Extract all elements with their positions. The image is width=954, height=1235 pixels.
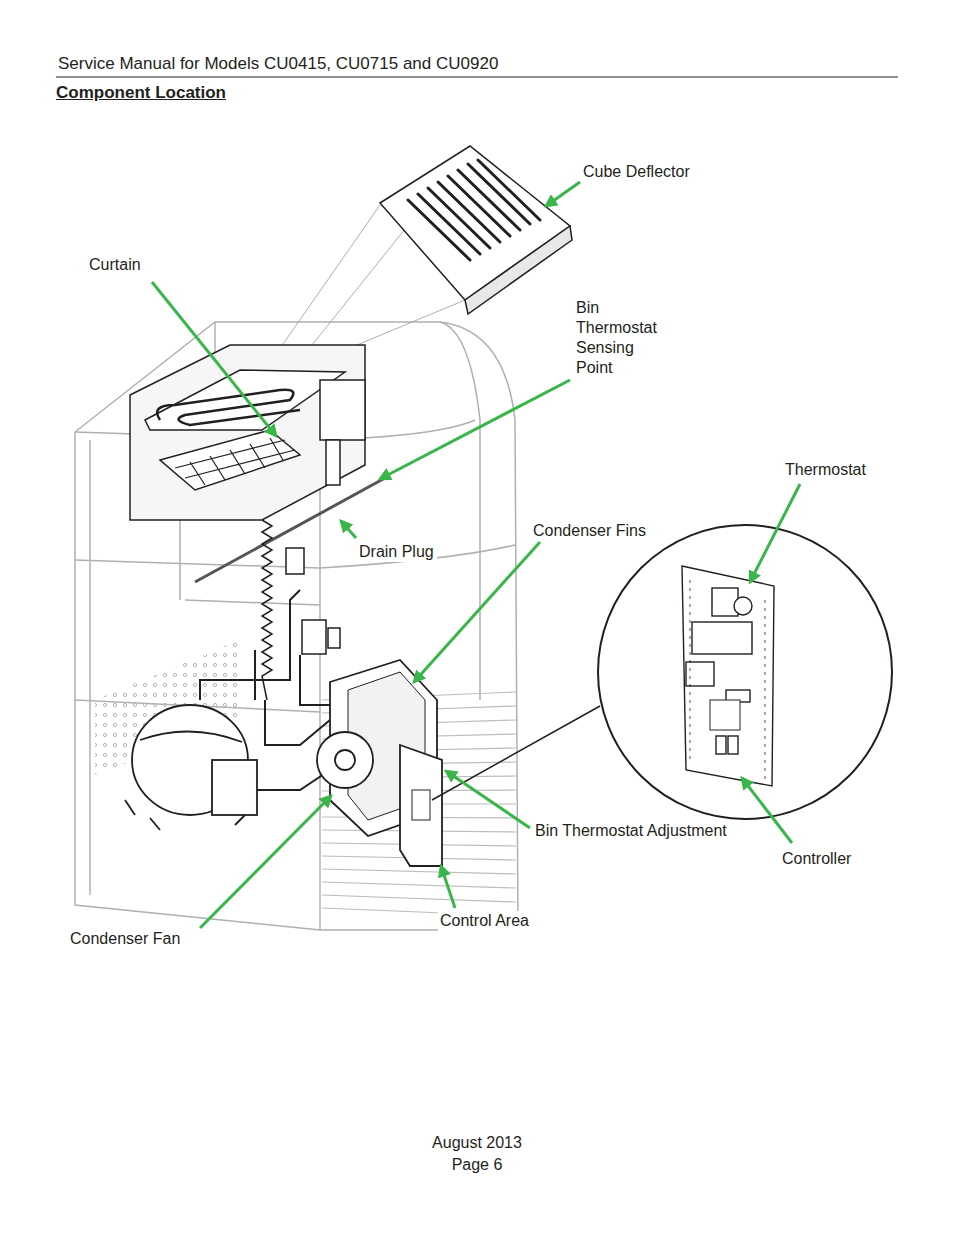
cube-deflector-part (408, 160, 540, 260)
page-number: Page 6 (377, 1155, 577, 1175)
part-label: Control Area (438, 911, 532, 931)
valves-part (286, 548, 304, 574)
part-label: Curtain (87, 255, 144, 275)
control-board-part (728, 736, 738, 754)
compressor-part (140, 731, 242, 742)
control-board-part (690, 580, 765, 780)
callout-arrows-part (441, 866, 455, 908)
control-box-part (400, 745, 442, 866)
compressor-part (125, 800, 245, 830)
part-label: Controller (780, 849, 855, 869)
inset-leader-part (432, 706, 600, 800)
control-board-part (716, 736, 726, 754)
compressor (125, 705, 257, 830)
callout-arrows-part (152, 282, 276, 436)
callout-arrows (152, 182, 800, 928)
cube-deflector-part (438, 182, 500, 242)
cube-deflector-part (380, 146, 570, 300)
cabinet-part (89, 440, 91, 895)
evaporator-part (320, 380, 365, 440)
control-board-part (712, 588, 738, 616)
evaporator-part (160, 430, 300, 490)
valves-part (302, 620, 326, 654)
part-label: Drain Plug (357, 542, 437, 562)
part-label: Bin Thermostat Adjustment (533, 821, 730, 841)
deflector-guide-lines-part (345, 300, 465, 350)
inset-circle-part (598, 525, 892, 819)
callout-arrows-part (341, 521, 356, 538)
refrigerant-tubing-part (265, 700, 330, 745)
cabinet-part (75, 322, 518, 930)
condenser-part (335, 750, 355, 770)
part-label: Bin Thermostat Sensing Point (574, 298, 666, 378)
part-label: Condenser Fins (531, 521, 649, 541)
front-grille-part (322, 882, 516, 888)
header-rule-part (56, 77, 898, 78)
hose-part (262, 520, 272, 700)
page-title: Component Location (56, 83, 226, 103)
inset-leader (432, 706, 600, 800)
part-label: Thermostat (783, 460, 869, 480)
front-grille-part (322, 895, 516, 902)
part-label: Cube Deflector (581, 162, 693, 182)
evaporator-part (145, 370, 345, 430)
cabinet (75, 322, 518, 930)
evaporator-part (175, 438, 295, 485)
callout-arrows-part (750, 484, 800, 582)
compressor-part (212, 760, 257, 815)
cube-deflector-part (428, 188, 490, 248)
condenser (317, 660, 437, 836)
cube-deflector-part (478, 160, 540, 220)
callout-arrows-part (414, 542, 540, 682)
cube-deflector-part (418, 194, 480, 254)
control-board-part (710, 700, 740, 730)
callout-arrows-part (446, 771, 530, 828)
hose (262, 520, 272, 700)
control-board-part (682, 566, 774, 786)
cabinet-part (440, 322, 480, 700)
header-rule (56, 77, 898, 78)
refrigerant-tubing-part (254, 650, 256, 700)
evaporator (130, 345, 365, 520)
condenser-part (317, 732, 373, 788)
valves (286, 548, 340, 654)
valves-part (328, 628, 340, 648)
evaporator-part (130, 345, 365, 520)
drain-tube (195, 478, 385, 582)
front-grille-part (322, 869, 516, 874)
drain-tube-part (195, 478, 385, 582)
control-board-part (686, 662, 714, 686)
callout-arrows-part (546, 182, 580, 206)
part-label: Condenser Fan (68, 929, 184, 949)
cube-deflector-part (468, 164, 530, 224)
control-box (400, 745, 442, 866)
callout-arrows-part (380, 380, 570, 479)
inset-circle (598, 525, 892, 819)
evaporator-part (157, 390, 300, 425)
footer-date: August 2013 (377, 1133, 577, 1153)
control-box-part (412, 790, 430, 820)
cube-deflector-part (408, 200, 470, 260)
control-board (682, 566, 774, 786)
control-board-part (692, 622, 752, 654)
cube-deflector-part (448, 176, 510, 236)
callout-arrows-part (742, 778, 792, 843)
cube-deflector-part (458, 170, 520, 230)
callout-arrows-part (200, 796, 331, 928)
evaporator-part (326, 440, 340, 485)
control-board-part (734, 597, 752, 615)
header-text: Service Manual for Models CU0415, CU0715… (56, 54, 502, 74)
cube-deflector (380, 146, 572, 314)
refrigerant-tubing-part (200, 590, 300, 700)
